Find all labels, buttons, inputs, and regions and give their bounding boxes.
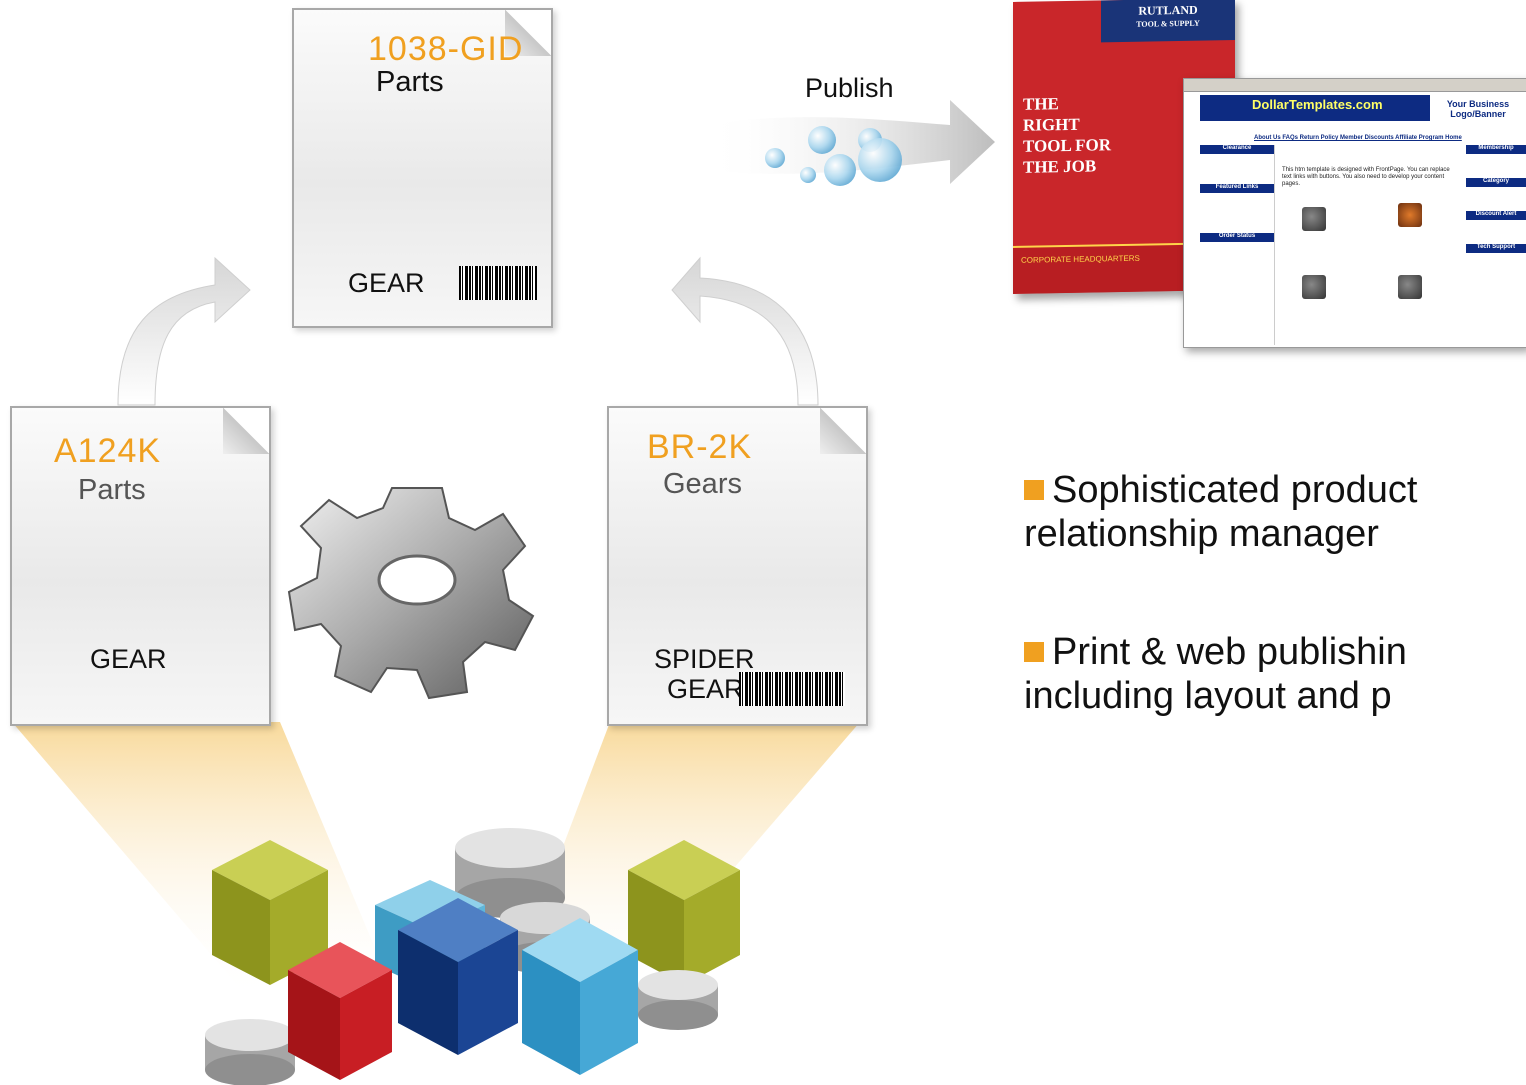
publish-bubble (824, 154, 856, 186)
catalog-title: THE RIGHT TOOL FOR THE JOB (1023, 92, 1111, 178)
gray-cylinder-icon (638, 970, 718, 1030)
publish-bubble (858, 138, 902, 182)
navy-cube-icon (398, 898, 518, 1055)
olive-cube-icon (628, 840, 740, 985)
bullet-square (1024, 480, 1044, 500)
document-category: Parts (376, 66, 444, 98)
publish-bubble (808, 126, 836, 154)
document-label: GEAR (90, 644, 167, 674)
product-thumbnail (1302, 275, 1326, 299)
catalog-footer-text: CORPORATE HEADQUARTERS (1021, 253, 1140, 265)
product-thumbnail (1398, 275, 1422, 299)
document-code: 1038-GID (368, 30, 524, 68)
red-cube-icon (288, 942, 392, 1080)
product-thumbnail (1398, 203, 1422, 227)
website-screenshot: DollarTemplates.com Your Business Logo/B… (1183, 78, 1526, 348)
left-heading: Featured Links (1200, 184, 1274, 193)
left-heading: Clearance (1200, 145, 1274, 154)
site-name: DollarTemplates.com (1252, 97, 1383, 112)
publish-label: Publish (805, 73, 894, 103)
document-category: Parts (78, 474, 146, 506)
right-heading: Category (1466, 178, 1526, 187)
site-brand-line2: Logo/Banner (1450, 109, 1506, 119)
browser-toolbar (1184, 79, 1526, 92)
site-banner: DollarTemplates.com (1200, 95, 1430, 121)
document-label-line1: SPIDER (654, 644, 755, 674)
bullet-text: Print & web publishin (1052, 631, 1407, 673)
light-blue-cube-icon (522, 918, 638, 1075)
document-left[interactable]: A124K Parts GEAR (10, 406, 271, 726)
right-curve-arrow (671, 256, 819, 406)
gray-cylinder-icon (205, 1019, 295, 1085)
document-label-line2: GEAR (667, 674, 744, 704)
right-heading: Tech Support (1466, 244, 1526, 253)
catalog-title-line: RIGHT (1023, 114, 1080, 135)
document-code: A124K (54, 432, 162, 470)
left-heading: Order Status (1200, 233, 1274, 242)
bullet-item: Print & web publishin including layout a… (1024, 630, 1407, 718)
page-fold (820, 408, 866, 454)
catalog-brand: RUTLAND TOOL & SUPPLY (1101, 0, 1235, 43)
barcode (739, 672, 845, 706)
olive-cube-icon (212, 840, 328, 985)
bullet-item: Sophisticated product relationship manag… (1024, 468, 1417, 556)
data-sources-icon (205, 828, 740, 1085)
site-brand: Your Business Logo/Banner (1438, 99, 1518, 119)
catalog-title-line: THE (1023, 94, 1059, 114)
page-fold (505, 10, 551, 56)
catalog-title-line: TOOL FOR (1023, 135, 1112, 156)
gear-icon (287, 487, 535, 700)
right-heading: Discount Alert (1466, 211, 1526, 220)
publish-bubble (800, 167, 816, 183)
catalog-title-line: THE JOB (1023, 156, 1097, 177)
right-heading: Membership (1466, 145, 1526, 154)
document-label: GEAR (348, 268, 425, 298)
bullet-text: Sophisticated product (1052, 469, 1418, 511)
document-code: BR-2K (647, 428, 753, 466)
site-body-text: This htm template is designed with Front… (1282, 167, 1450, 187)
barcode (459, 266, 537, 300)
page-fold (223, 408, 269, 454)
publish-bubble (765, 148, 785, 168)
bullet-text: including layout and p (1024, 675, 1392, 717)
site-right-column: Membership Category Discount Alert Tech … (1466, 145, 1526, 345)
site-left-column: Clearance Featured Links Order Status (1200, 145, 1275, 345)
left-curve-arrow (117, 256, 251, 406)
bullet-text: relationship manager (1024, 513, 1379, 555)
site-nav: About Us FAQs Return Policy Member Disco… (1254, 135, 1462, 141)
document-top[interactable]: 1038-GID Parts GEAR (292, 8, 553, 328)
product-thumbnail (1302, 207, 1326, 231)
document-category: Gears (663, 468, 742, 500)
site-brand-line1: Your Business (1446, 99, 1510, 109)
catalog-brand-line2: TOOL & SUPPLY (1136, 18, 1200, 29)
bullet-square (1024, 642, 1044, 662)
document-right[interactable]: BR-2K Gears SPIDER GEAR (607, 406, 868, 726)
